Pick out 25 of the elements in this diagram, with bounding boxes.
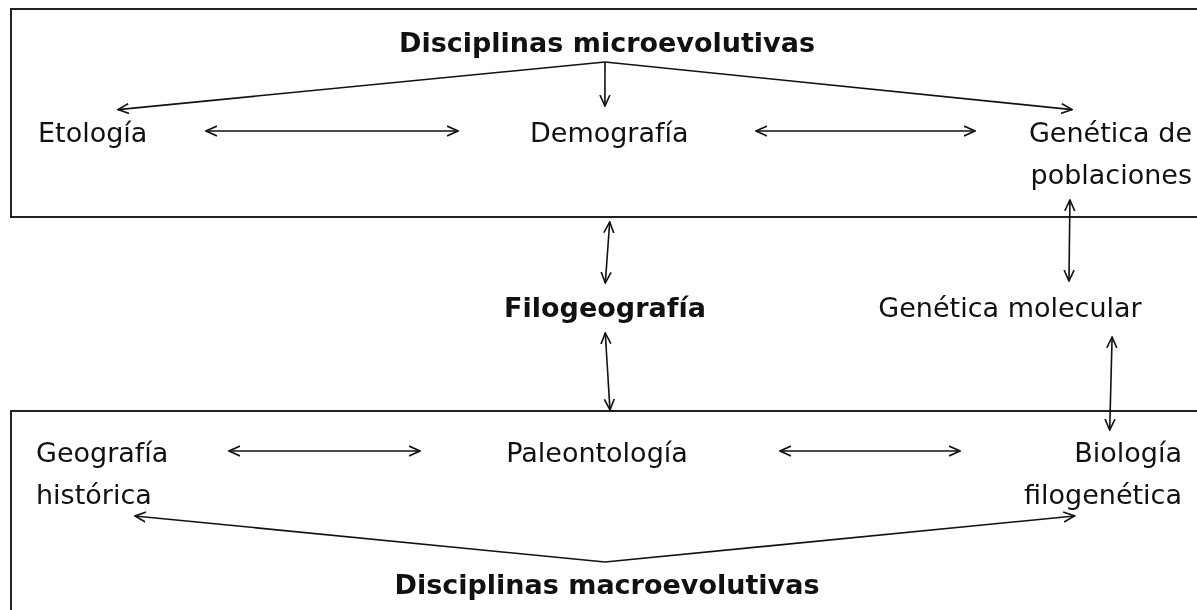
arrow	[779, 445, 961, 457]
arrow	[755, 125, 976, 137]
arrow	[1104, 336, 1118, 431]
discipline-label: Paleontología	[472, 432, 722, 474]
group-box	[10, 410, 1197, 610]
arrow	[604, 511, 1076, 563]
discipline-label: Biología filogenética	[992, 432, 1182, 516]
arrow	[134, 511, 606, 563]
discipline-label: Etología	[38, 112, 168, 154]
discipline-label: Demografía	[460, 112, 758, 154]
discipline-label: Genética de poblaciones	[992, 112, 1192, 196]
arrow	[600, 221, 615, 284]
arrow	[599, 61, 611, 107]
arrow	[228, 445, 421, 457]
focus-label: Filogeografía	[480, 287, 730, 329]
heading: Disciplinas microevolutivas	[382, 22, 832, 64]
arrow	[1063, 199, 1076, 282]
discipline-label: Genética molecular	[855, 287, 1165, 329]
arrow	[600, 332, 616, 411]
discipline-label: Geografía histórica	[36, 432, 216, 516]
arrow	[604, 61, 1073, 115]
arrow	[205, 125, 459, 137]
heading: Disciplinas macroevolutivas	[372, 564, 842, 606]
group-box	[10, 8, 1197, 218]
arrow	[117, 61, 606, 115]
